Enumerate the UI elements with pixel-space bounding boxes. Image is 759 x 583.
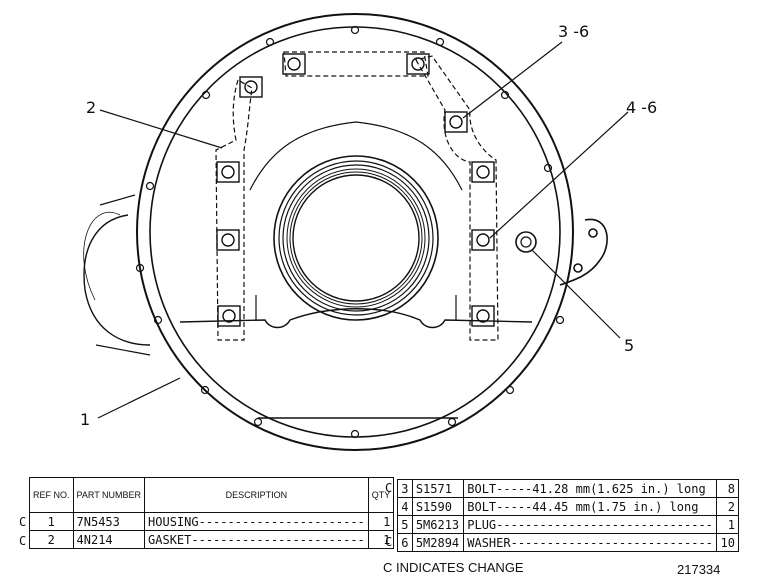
- table-row: 6 5M2894 WASHER-------------------------…: [397, 533, 740, 552]
- change-mark: C: [385, 535, 393, 549]
- change-note: C INDICATES CHANGE: [383, 560, 524, 575]
- rim-holes: [135, 25, 565, 439]
- callout-2: 2: [86, 98, 97, 117]
- bolt: [471, 161, 495, 183]
- header-part-number: PART NUMBER: [72, 477, 146, 513]
- table-row: 3 S1571 BOLT-----41.28 mm(1.625 in.) lon…: [397, 479, 740, 498]
- bolt: [471, 305, 495, 327]
- callout-5: 5: [624, 336, 635, 355]
- leader-lines: [97, 41, 629, 419]
- bolt: [216, 229, 240, 251]
- ear-hole: [588, 228, 598, 238]
- callout-4-6: 4 -6: [626, 98, 658, 117]
- parts-table-right: 3 S1571 BOLT-----41.28 mm(1.625 in.) lon…: [397, 479, 740, 552]
- right-mounting-ear: [559, 218, 608, 286]
- bolt: [282, 53, 306, 75]
- flywheel-housing-drawing: [83, 13, 629, 451]
- table-row: 1 7N5453 HOUSING----------------------- …: [29, 512, 395, 531]
- bolt: [216, 161, 240, 183]
- table-row: 2 4N214 GASKET------------------------ 1: [29, 530, 395, 549]
- header-qty: QTY: [367, 477, 395, 513]
- parts-table-left: REF NO. PART NUMBER DESCRIPTION QTY 1 7N…: [29, 477, 395, 549]
- change-mark: C: [19, 515, 27, 529]
- bolt: [217, 305, 241, 327]
- housing-outer-rim: [136, 13, 574, 451]
- table-row: 5 5M6213 PLUG---------------------------…: [397, 515, 740, 534]
- bolts: [216, 53, 495, 327]
- table-header-row: REF NO. PART NUMBER DESCRIPTION QTY: [29, 477, 395, 513]
- starter-boss: [83, 194, 151, 356]
- housing-inner-rim: [149, 26, 561, 438]
- lower-web: [179, 308, 533, 329]
- callout-1: 1: [80, 410, 91, 429]
- callout-3-6: 3 -6: [558, 22, 590, 41]
- plug: [515, 231, 537, 253]
- change-mark: C: [385, 481, 393, 495]
- drawing-number: 217334: [677, 562, 721, 577]
- header-ref: REF NO.: [29, 477, 74, 513]
- bolt: [239, 76, 263, 98]
- bolt: [406, 53, 430, 75]
- table-row: 4 S1590 BOLT-----44.45 mm(1.75 in.) long…: [397, 497, 740, 516]
- bolt: [444, 111, 468, 133]
- bolt: [471, 229, 495, 251]
- crankshaft-bore: [273, 155, 439, 321]
- header-description: DESCRIPTION: [144, 477, 369, 513]
- change-mark: C: [19, 534, 27, 548]
- ear-hole: [573, 263, 583, 273]
